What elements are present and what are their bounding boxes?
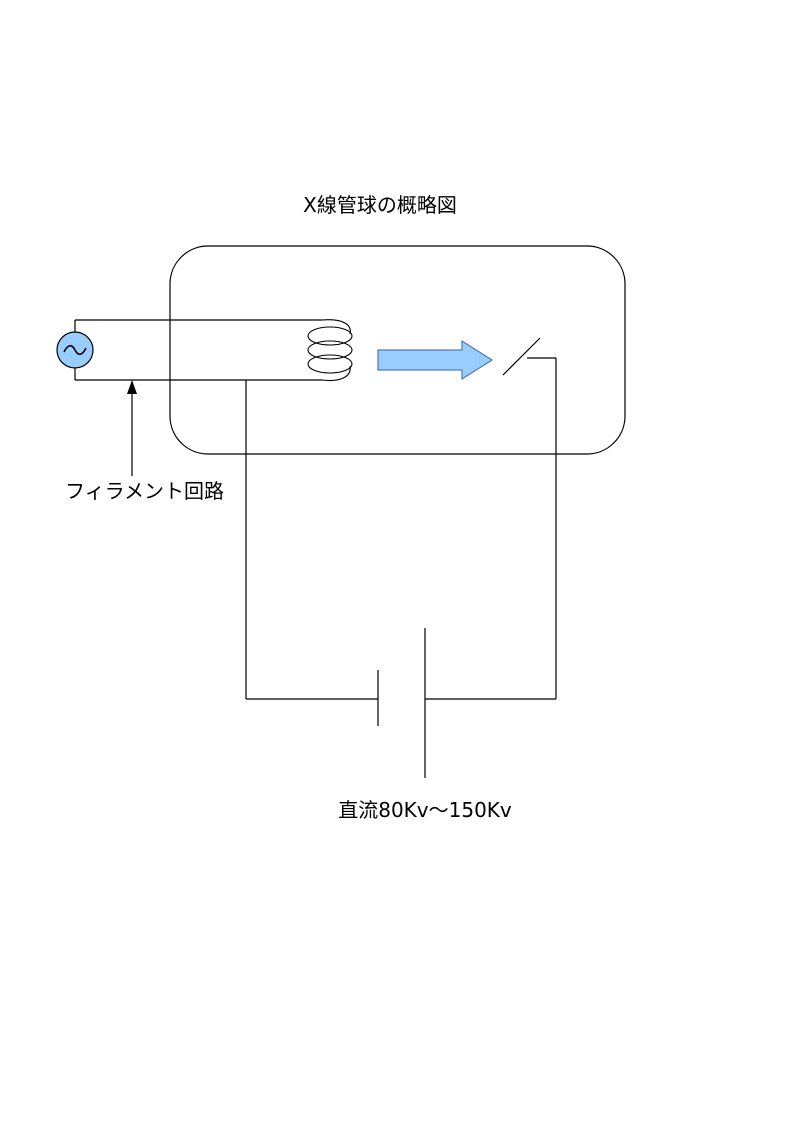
arrow-up-icon bbox=[127, 380, 137, 476]
ac-source-icon bbox=[56, 331, 94, 369]
arrow-right-icon bbox=[377, 340, 493, 380]
filament-circuit-wires bbox=[74, 319, 322, 381]
filament-coil-icon bbox=[307, 319, 353, 382]
tube-envelope bbox=[169, 245, 626, 455]
voltage-label: 直流80Kv～150Kv bbox=[338, 798, 512, 822]
anode-target-icon bbox=[502, 337, 541, 376]
dc-battery-icon bbox=[377, 628, 426, 778]
filament-circuit-label: フィラメント回路 bbox=[65, 479, 224, 503]
high-voltage-circuit-wires bbox=[245, 357, 557, 700]
diagram-title: X線管球の概略図 bbox=[303, 193, 457, 217]
